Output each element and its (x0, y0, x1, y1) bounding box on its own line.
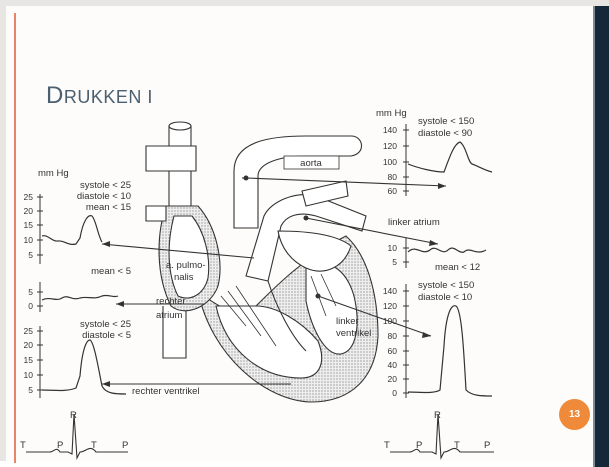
svg-text:60: 60 (388, 186, 398, 196)
rv-systole-label: systole < 25 (80, 319, 131, 330)
la-mean-label: mean < 12 (435, 262, 480, 273)
svg-text:20: 20 (24, 206, 34, 216)
ecg-right-p2: P (484, 440, 490, 451)
pulmonalis-label-1: a. pulmo- (166, 260, 206, 271)
svg-text:15: 15 (24, 220, 34, 230)
svg-text:0: 0 (392, 388, 397, 398)
svg-text:5: 5 (392, 257, 397, 267)
rv-diastole-label: diastole < 5 (82, 330, 131, 341)
svg-text:0: 0 (28, 301, 33, 311)
svg-text:5: 5 (28, 385, 33, 395)
aorta-systole-label: systole < 150 (418, 116, 474, 127)
linker-ventrikel-label-1: linker (336, 316, 359, 327)
svg-text:20: 20 (388, 374, 398, 384)
rechter-atrium-label-2: atrium (156, 310, 182, 321)
svg-text:140: 140 (383, 286, 397, 296)
svg-text:80: 80 (388, 172, 398, 182)
right-atrium-pressure-panel: mean < 5 5 0 (28, 266, 131, 312)
unit-label-right: mm Hg (376, 108, 407, 119)
rechter-ventrikel-label: rechter ventrikel (132, 386, 200, 397)
ecg-right: R T P T P (384, 410, 494, 458)
ecg-left-r: R (70, 410, 77, 421)
ecg-right-r: R (434, 410, 441, 421)
svg-text:10: 10 (24, 235, 34, 245)
ecg-left-p2: P (122, 440, 128, 451)
svg-text:80: 80 (388, 331, 398, 341)
svg-text:100: 100 (383, 316, 397, 326)
heart-pressure-diagram: mm Hg systole < 25 diastole < 10 mean < … (6, 6, 609, 467)
svg-text:10: 10 (24, 370, 34, 380)
svg-text:15: 15 (24, 355, 34, 365)
svg-text:140: 140 (383, 125, 397, 135)
ecg-right-p1: P (416, 440, 422, 451)
ecg-left-p1: P (57, 440, 63, 451)
right-ventricle-pressure-panel: systole < 25 diastole < 5 25 20 15 10 5 (24, 319, 131, 398)
svg-text:40: 40 (388, 360, 398, 370)
pulmonary-pressure-panel: mm Hg systole < 25 diastole < 10 mean < … (24, 168, 131, 264)
linker-ventrikel-label-2: ventrikel (336, 328, 371, 339)
ecg-right-t1: T (384, 440, 390, 451)
svg-text:100: 100 (383, 157, 397, 167)
ra-mean-label: mean < 5 (91, 266, 131, 277)
unit-label-left: mm Hg (38, 168, 69, 179)
pulmonalis-label-2: nalis (174, 272, 194, 283)
lv-diastole-label: diastole < 10 (418, 292, 472, 303)
lv-systole-label: systole < 150 (418, 280, 474, 291)
ecg-right-t2: T (454, 440, 460, 451)
svg-text:25: 25 (24, 192, 34, 202)
page-number-badge: 13 (559, 399, 590, 430)
svg-text:120: 120 (383, 301, 397, 311)
aorta-pressure-panel: mm Hg systole < 150 diastole < 90 140 12… (376, 108, 492, 196)
linker-atrium-label: linker atrium (388, 217, 440, 228)
ecg-left: R T P T P (20, 410, 128, 458)
svg-text:10: 10 (388, 243, 398, 253)
svg-text:120: 120 (383, 141, 397, 151)
left-ventricle-pressure-panel: systole < 150 diastole < 10 140 120 100 … (383, 280, 492, 398)
rechter-atrium-label-1: rechter (156, 296, 186, 307)
ecg-left-t2: T (91, 440, 97, 451)
svg-text:20: 20 (24, 340, 34, 350)
svg-text:60: 60 (388, 346, 398, 356)
aorta-label: aorta (300, 158, 322, 169)
pulm-systole-label: systole < 25 (80, 180, 131, 191)
svg-text:5: 5 (28, 287, 33, 297)
svg-text:5: 5 (28, 250, 33, 260)
svg-text:25: 25 (24, 326, 34, 336)
aorta-diastole-label: diastole < 90 (418, 128, 472, 139)
pulm-diastole-label: diastole < 10 (77, 191, 131, 202)
pulm-mean-label: mean < 15 (86, 202, 131, 213)
ecg-left-t1: T (20, 440, 26, 451)
